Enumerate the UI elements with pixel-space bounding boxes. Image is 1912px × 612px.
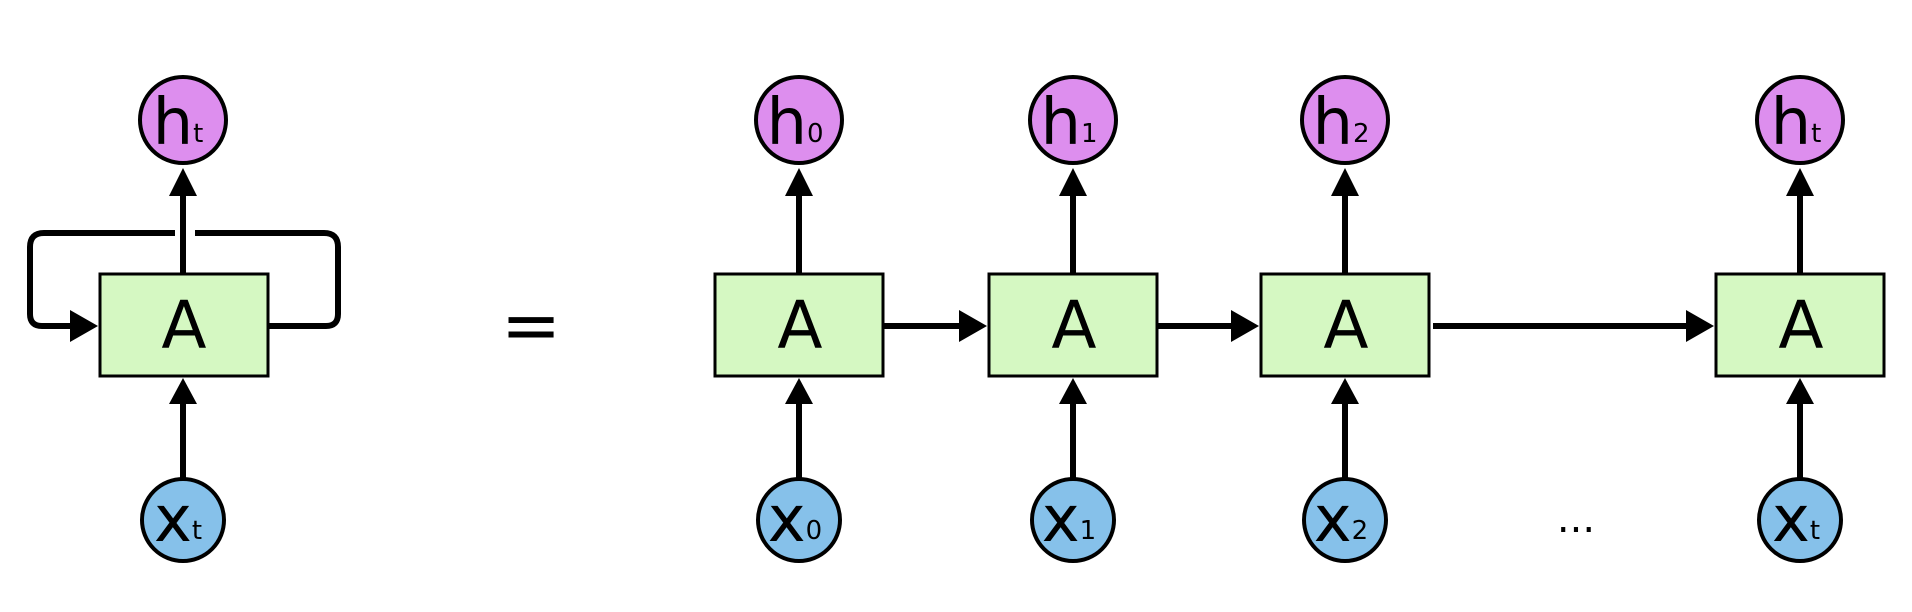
hidden-node [754,75,844,165]
recurrence-arrowhead [70,310,98,342]
input-label: x2 [1314,483,1368,557]
hidden-node [1300,75,1390,165]
hidden-label: h1 [1040,86,1097,160]
cell [987,272,1159,378]
input-arrowhead [1331,378,1359,404]
input-arrowhead [1786,378,1814,404]
rolled-input-arrowhead [169,378,197,404]
cell-label: A [1051,287,1096,364]
hidden-label: h0 [766,86,823,160]
hidden-subscript: t [1811,119,1821,149]
input-subscript: 2 [1352,516,1369,546]
recurrent-arrowhead-0 [959,310,987,342]
output-arrowhead [1331,168,1359,196]
hidden-letter: h [1040,86,1081,160]
input-node [756,477,842,563]
hidden-node [1755,75,1845,165]
hidden-label: h2 [1312,86,1369,160]
input-subscript: 0 [806,516,823,546]
input-letter: x [1314,483,1352,557]
rolled-input-node [140,477,226,563]
recurrent-arrowhead-2 [1686,310,1714,342]
cell-label: A [777,287,822,364]
input-label: x0 [768,483,822,557]
input-node [1757,477,1843,563]
hidden-letter: h [1771,86,1812,160]
rolled-cell [98,272,270,378]
input-label: xt [1772,483,1820,557]
recurrent-arrowhead-1 [1231,310,1259,342]
input-letter: x [768,483,806,557]
rolled-hidden-subscript: t [193,119,203,149]
hidden-subscript: 2 [1353,119,1370,149]
hidden-letter: h [766,86,807,160]
recurrence-loop-right [195,230,341,329]
recurrence-loop [27,230,175,329]
rolled-hidden-node [138,75,228,165]
input-subscript: t [1810,516,1820,546]
rolled-hidden-letter: h [153,86,194,160]
rolled-input-letter: x [154,483,192,557]
rolled-hidden-label: ht [153,86,204,160]
rolled-output-arrowhead [169,168,197,196]
hidden-subscript: 1 [1081,119,1098,149]
input-node [1302,477,1388,563]
input-arrowhead [1059,378,1087,404]
output-arrowhead [1786,168,1814,196]
input-subscript: 1 [1080,516,1097,546]
input-label: x1 [1042,483,1096,557]
cell-label: A [1323,287,1368,364]
cell [1714,272,1886,378]
input-arrowhead [785,378,813,404]
rolled-rnn: A ht xt [27,75,341,563]
output-arrowhead [1059,168,1087,196]
cell [713,272,885,378]
equals-sign: = [501,283,561,367]
input-node [1030,477,1116,563]
output-arrowhead [785,168,813,196]
cell [1259,272,1431,378]
hidden-subscript: 0 [807,119,824,149]
hidden-node [1028,75,1118,165]
rolled-input-subscript: t [192,516,202,546]
input-letter: x [1772,483,1810,557]
cell-label: A [1778,287,1823,364]
hidden-letter: h [1312,86,1353,160]
input-letter: x [1042,483,1080,557]
ellipsis: ... [1557,496,1595,542]
rolled-input-label: xt [154,483,202,557]
rolled-cell-label: A [161,287,206,364]
hidden-label: ht [1771,86,1822,160]
